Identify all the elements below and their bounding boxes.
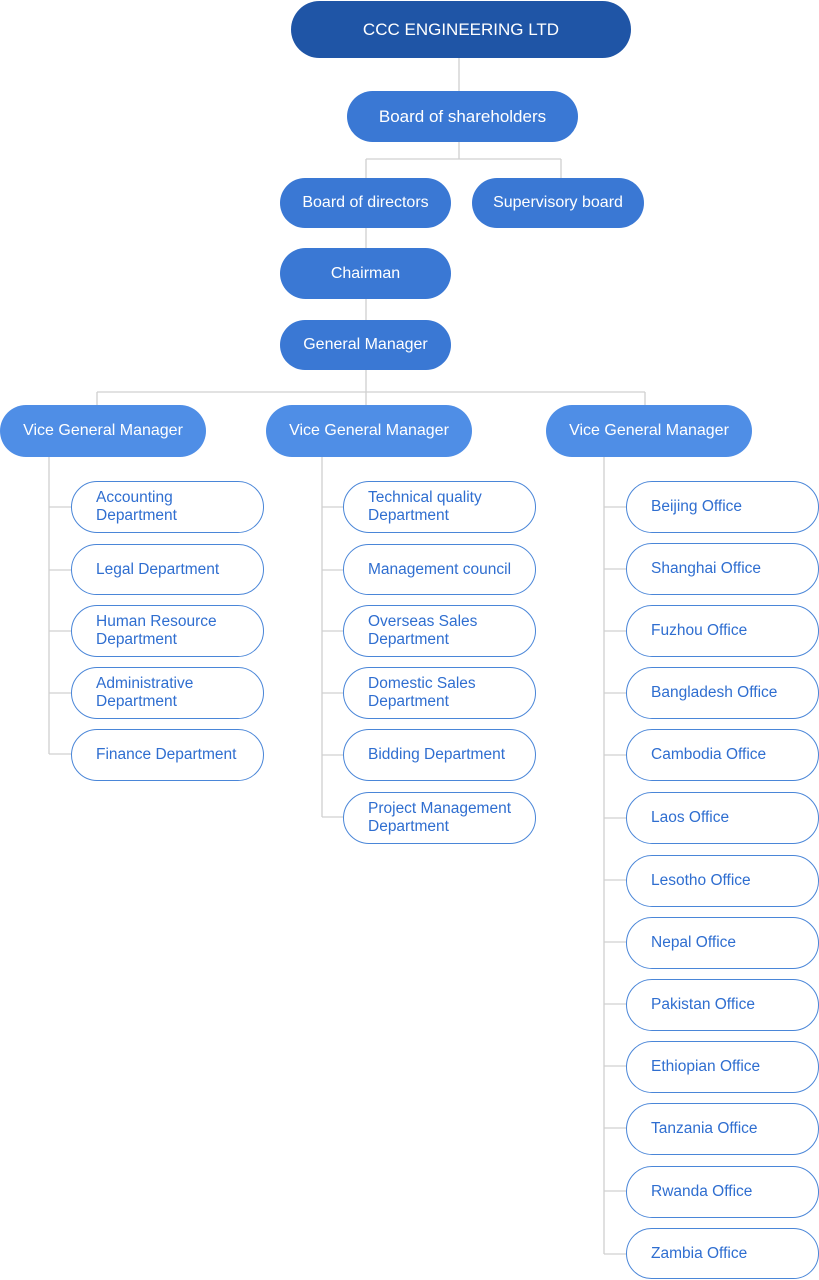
department-label: Overseas Sales Department — [368, 613, 478, 648]
department-node: Overseas Sales Department — [343, 605, 536, 657]
vgm-node-3: Vice General Manager — [546, 405, 752, 457]
office-label: Bangladesh Office — [651, 684, 778, 701]
office-label: Laos Office — [651, 809, 730, 826]
department-label: Management council — [368, 560, 512, 578]
directors-label: Board of directors — [302, 194, 429, 211]
office-node: Zambia Office — [626, 1228, 819, 1279]
office-label: Nepal Office — [651, 934, 737, 951]
department-label: Bidding Department — [368, 746, 505, 763]
supervisory-label: Supervisory board — [493, 194, 623, 211]
directors-node: Board of directors — [280, 178, 451, 228]
vgm-node-2: Vice General Manager — [266, 405, 472, 457]
department-node: Management council — [343, 544, 536, 595]
office-label: Beijing Office — [651, 498, 743, 515]
department-node: Finance Department — [71, 729, 264, 781]
department-label: Finance Department — [96, 746, 237, 763]
shareholders-label: Board of shareholders — [378, 106, 547, 126]
office-label: Zambia Office — [651, 1244, 748, 1262]
chairman-label: Chairman — [330, 264, 401, 282]
department-node: Human Resource Department — [71, 605, 264, 657]
office-label: Lesotho Office — [651, 872, 751, 889]
office-node: Laos Office — [626, 792, 819, 844]
connector-col1 — [48, 456, 71, 755]
department-label: Domestic Sales Department — [368, 675, 476, 710]
supervisory-node: Supervisory board — [472, 178, 644, 228]
shareholders-node: Board of shareholders — [347, 91, 578, 142]
office-label: Rwanda Office — [651, 1183, 753, 1200]
office-node: Pakistan Office — [626, 979, 819, 1031]
chairman-node: Chairman — [280, 248, 451, 299]
office-label: Shanghai Office — [651, 560, 762, 577]
office-label: Fuzhou Office — [651, 622, 748, 639]
connector-col3 — [603, 456, 626, 1255]
vgm-label: Vice General Manager — [289, 422, 449, 439]
office-node: Ethiopian Office — [626, 1041, 819, 1093]
connector-gm-vgm — [96, 370, 646, 406]
connector-col2 — [321, 456, 343, 818]
department-label: Human Resource Department — [96, 613, 217, 648]
office-label: Cambodia Office — [651, 746, 767, 763]
connector-shareholders-boards — [365, 142, 562, 178]
office-node: Cambodia Office — [626, 729, 819, 781]
office-label: Tanzania Office — [651, 1120, 758, 1137]
department-label: Technical quality Department — [368, 489, 482, 524]
department-label: Project Management Department — [368, 800, 512, 835]
department-node: Bidding Department — [343, 729, 536, 781]
department-node: Project Management Department — [343, 792, 536, 844]
department-node: Legal Department — [71, 544, 264, 595]
office-node: Tanzania Office — [626, 1103, 819, 1155]
department-label: Accounting Department — [96, 489, 177, 524]
root-node: CCC ENGINEERING LTD — [291, 1, 631, 58]
general-manager-label: General Manager — [303, 336, 428, 353]
vgm-node-1: Vice General Manager — [0, 405, 206, 457]
office-node: Rwanda Office — [626, 1166, 819, 1218]
office-node: Nepal Office — [626, 917, 819, 969]
department-node: Domestic Sales Department — [343, 667, 536, 719]
root-label: CCC ENGINEERING LTD — [362, 19, 560, 39]
department-node: Accounting Department — [71, 481, 264, 533]
general-manager-node: General Manager — [280, 320, 451, 370]
office-node: Fuzhou Office — [626, 605, 819, 657]
office-node: Shanghai Office — [626, 543, 819, 595]
department-node: Technical quality Department — [343, 481, 536, 533]
department-node: Administrative Department — [71, 667, 264, 719]
vgm-label: Vice General Manager — [569, 422, 729, 439]
department-label: Administrative Department — [96, 675, 194, 710]
vgm-label: Vice General Manager — [23, 422, 183, 439]
office-label: Pakistan Office — [651, 996, 755, 1013]
office-node: Lesotho Office — [626, 855, 819, 907]
department-label: Legal Department — [96, 560, 220, 578]
office-label: Ethiopian Office — [651, 1058, 761, 1075]
office-node: Beijing Office — [626, 481, 819, 533]
office-node: Bangladesh Office — [626, 667, 819, 719]
